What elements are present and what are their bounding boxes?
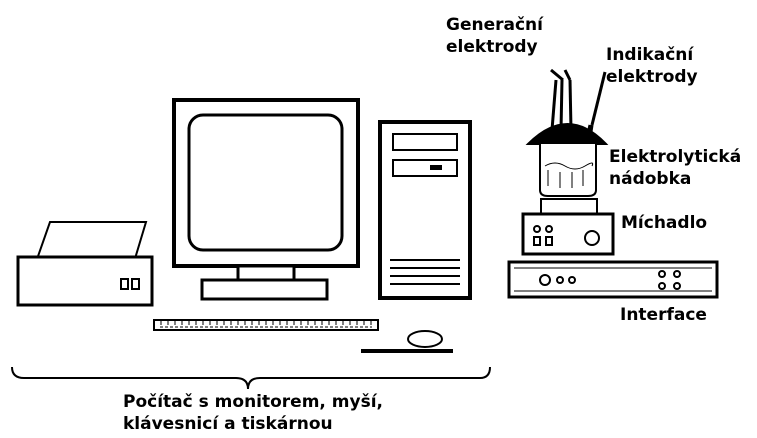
label-line: Elektrolytická xyxy=(609,147,742,167)
label-line: nádobka xyxy=(609,169,692,189)
mouse-icon xyxy=(361,330,453,353)
monitor-icon xyxy=(172,98,360,301)
label-line: elektrody xyxy=(446,37,538,57)
label-stirrer: Míchadlo xyxy=(621,213,708,233)
label-line: Generační xyxy=(446,15,543,35)
label-generating-electrodes: Generační elektrody xyxy=(446,14,543,58)
electrolytic-vessel-icon xyxy=(525,123,609,197)
keyboard-icon xyxy=(153,319,379,331)
label-interface: Interface xyxy=(620,305,707,325)
stirrer-icon xyxy=(521,198,615,256)
label-computer: Počítač s monitorem, myší, klávesnicí a … xyxy=(123,391,383,435)
printer-icon xyxy=(16,221,154,307)
label-line: Počítač s monitorem, myší, xyxy=(123,392,384,412)
label-electrolytic-vessel: Elektrolytická nádobka xyxy=(609,146,741,190)
brace-bracket xyxy=(11,366,491,390)
label-line: Indikační xyxy=(606,45,694,65)
label-indicating-electrodes: Indikační elektrody xyxy=(606,44,698,88)
label-line: elektrody xyxy=(606,67,698,87)
label-line: klávesnicí a tiskárnou xyxy=(123,414,333,434)
interface-device-icon xyxy=(507,260,719,299)
pc-tower-icon xyxy=(378,120,472,300)
